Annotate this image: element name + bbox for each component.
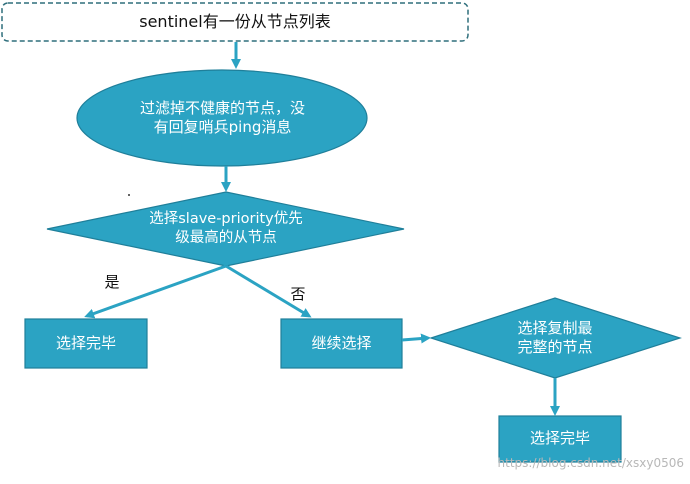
done-bottom-node	[498, 415, 622, 463]
watermark: https://blog.csdn.net/xsxy0506	[497, 456, 684, 470]
filter-node-label: 过滤掉不健康的节点，没 有回复哨兵ping消息	[100, 90, 345, 146]
edge-priority-no	[225, 264, 312, 318]
continue-node	[280, 318, 403, 369]
filter-node	[76, 69, 368, 167]
edge-continue-to-replication	[401, 333, 431, 344]
replication-line-1: 选择复制最	[517, 318, 593, 337]
edge-no-label: 否	[290, 285, 306, 304]
edge-priority-yes	[84, 264, 227, 319]
edge-yes-label: 是	[104, 273, 120, 292]
replication-decision-node	[429, 297, 682, 379]
stray-dot	[128, 194, 130, 196]
start-node-label: sentinel有一份从节点列表	[139, 11, 331, 31]
priority-node-label: 选择slave-priority优先 级最高的从节点	[120, 204, 332, 254]
start-node	[1, 2, 469, 42]
priority-line-2: 级最高的从节点	[175, 230, 277, 246]
priority-line-1: 选择slave-priority优先	[149, 211, 303, 228]
continue-label: 继续选择	[311, 333, 372, 352]
filter-line-2: 有回复哨兵ping消息	[153, 118, 292, 136]
done-left-node	[24, 318, 148, 369]
done-bottom-label: 选择完毕	[529, 429, 590, 448]
priority-decision-node	[46, 191, 405, 267]
replication-line-2: 完整的节点	[517, 338, 593, 356]
done-left-label: 选择完毕	[55, 333, 116, 352]
filter-line-1: 过滤掉不健康的节点，没	[139, 98, 305, 117]
replication-node-label: 选择复制最 完整的节点	[490, 314, 620, 362]
